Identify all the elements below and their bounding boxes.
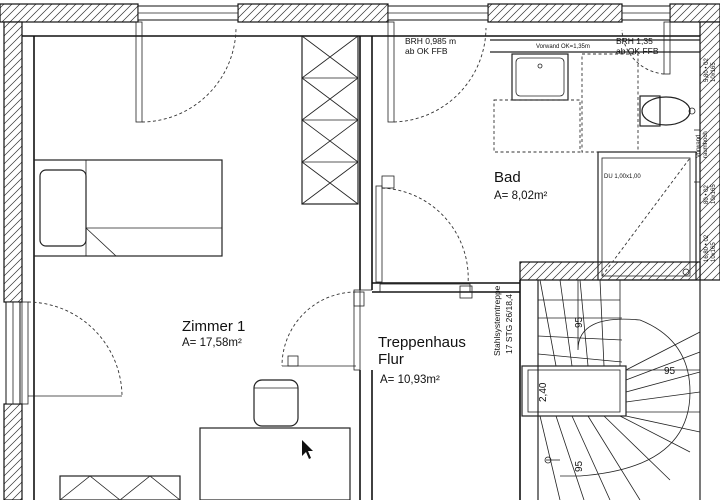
- room-bad-area: A= 8,02m²: [494, 190, 548, 202]
- stair-eye-width: 2,40: [538, 382, 549, 402]
- vorwand-side-2: raumhoch: [703, 131, 709, 158]
- dusche-note: DU 1,00x1,00: [604, 174, 641, 180]
- staircase: [521, 279, 701, 500]
- stair-dim-bottom: 95: [574, 460, 585, 472]
- brh1-line1: BRH 0,985 m: [405, 36, 456, 46]
- windows: [5, 5, 671, 405]
- desk: [59, 379, 351, 500]
- annotations: BRH 0,985 m ab OK FFB BRH 1,35 ab OK FFB…: [405, 36, 717, 262]
- vorwand-side-1: Vorwand: [696, 135, 702, 158]
- side-note-4: 10x165: [711, 184, 717, 204]
- room-zimmer1-area: A= 17,58m²: [182, 337, 242, 349]
- side-note-6: 10x165: [711, 242, 717, 262]
- room-bad-name: Bad: [494, 169, 521, 186]
- stair-dim-right: 95: [664, 366, 676, 377]
- doors: [281, 175, 473, 371]
- stair-labels: Stahlsystemtreppe 17 STG 26/18,4 95 95 9…: [492, 285, 676, 472]
- side-note-3: 80 • 02: [704, 185, 710, 204]
- room-zimmer1-name: Zimmer 1: [182, 318, 245, 335]
- stair-label-1: Stahlsystemtreppe: [492, 285, 502, 356]
- side-note-5: 16,80 • 02: [704, 234, 710, 262]
- brh1-line2: ab OK FFB: [405, 46, 448, 56]
- room-labels: Zimmer 1 A= 17,58m² Bad A= 8,02m² Treppe…: [182, 169, 548, 386]
- wardrobe: [301, 35, 359, 205]
- window-swings: [21, 21, 671, 405]
- cursor-icon: [302, 440, 313, 459]
- room-flur-name-2: Flur: [378, 351, 404, 368]
- room-flur-area: A= 10,93m²: [380, 374, 440, 386]
- stair-dim-top: 95: [574, 316, 585, 328]
- bathroom-fixtures: [493, 53, 700, 281]
- side-note-2: 10x165: [711, 62, 717, 82]
- vorwand-note: Vorwand OK=1,35m: [536, 44, 590, 50]
- interior-walls: [359, 36, 701, 500]
- bed: [33, 159, 223, 257]
- side-note-1: 5,80 • 02: [704, 58, 710, 82]
- stair-label-2: 17 STG 26/18,4: [504, 294, 514, 354]
- exterior-walls: [0, 3, 720, 500]
- brh2-line1: BRH 1,35: [616, 36, 653, 46]
- brh2-line2: ab OK FFB: [616, 46, 659, 56]
- room-flur-name-1: Treppenhaus: [378, 334, 466, 351]
